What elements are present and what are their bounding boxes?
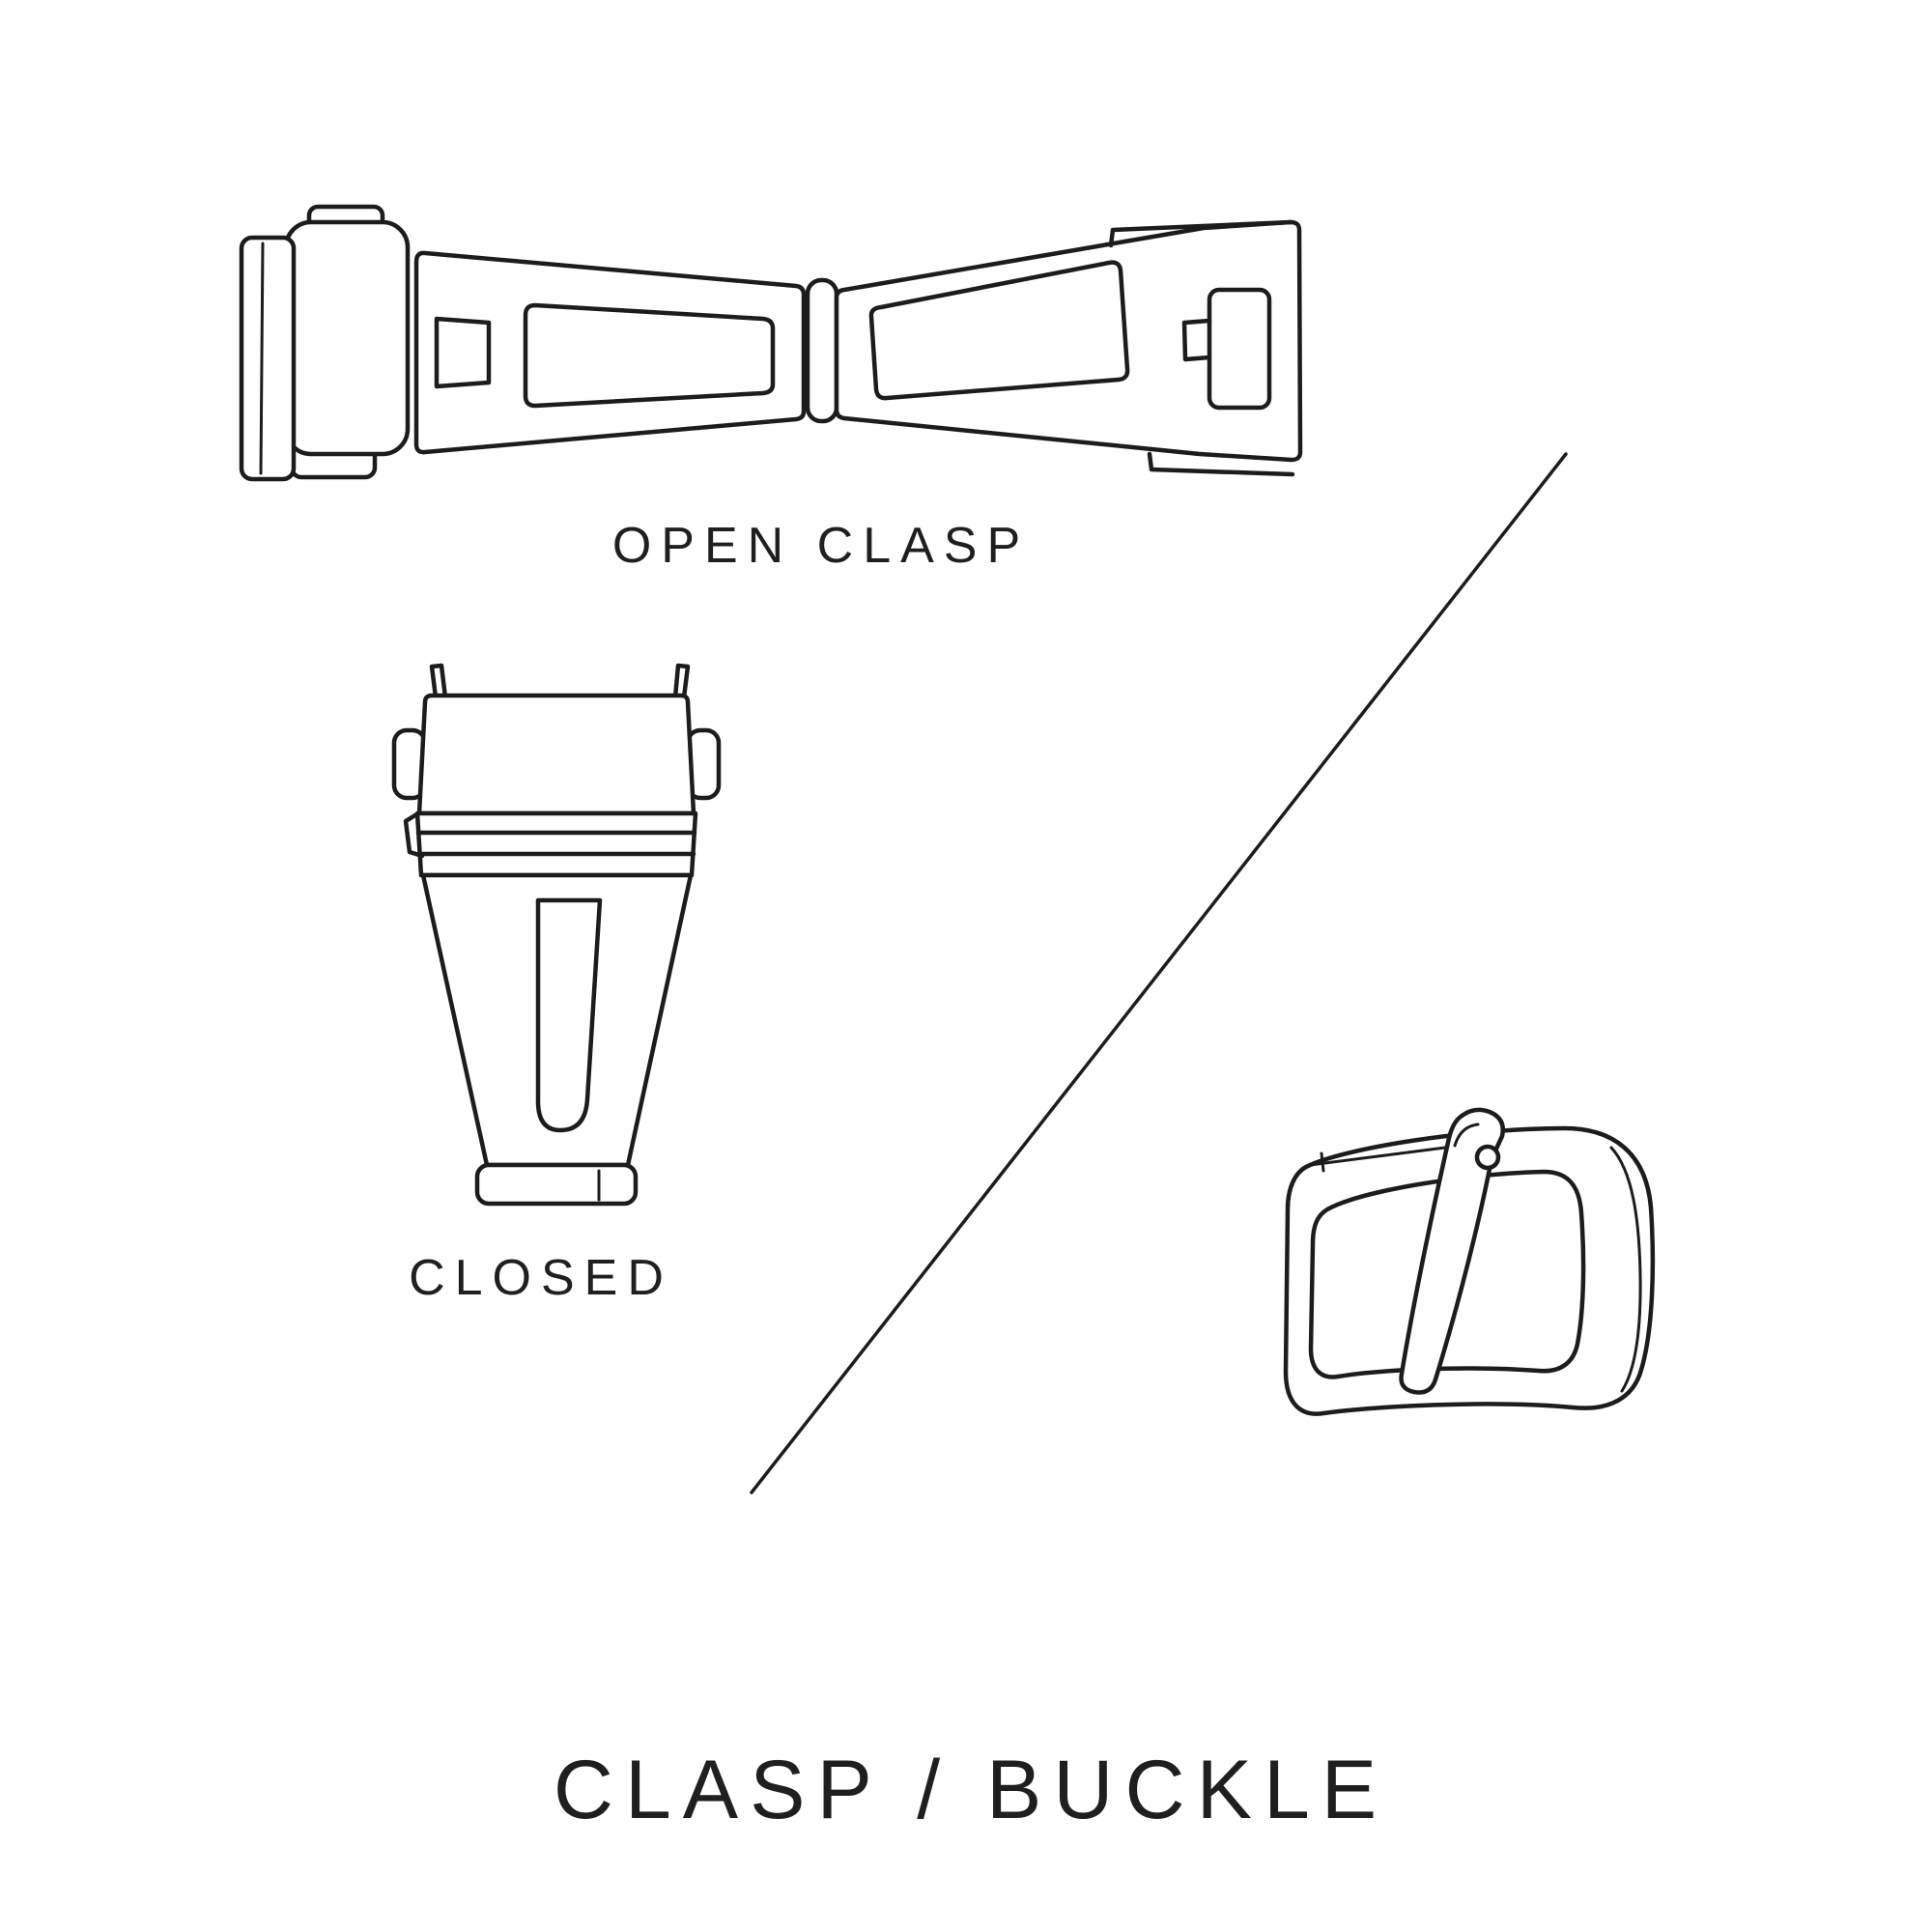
open-clasp-caption: OPEN CLASP [612, 518, 1030, 574]
divider-line [750, 452, 1568, 1494]
closed-clasp-caption: CLOSED [409, 1250, 673, 1306]
closed-clasp-illustration [391, 663, 722, 1207]
open-clasp-illustration [239, 204, 1303, 482]
buckle-illustration [1283, 1107, 1656, 1416]
diagram-title: CLASP / BUCKLE [554, 1744, 1388, 1836]
